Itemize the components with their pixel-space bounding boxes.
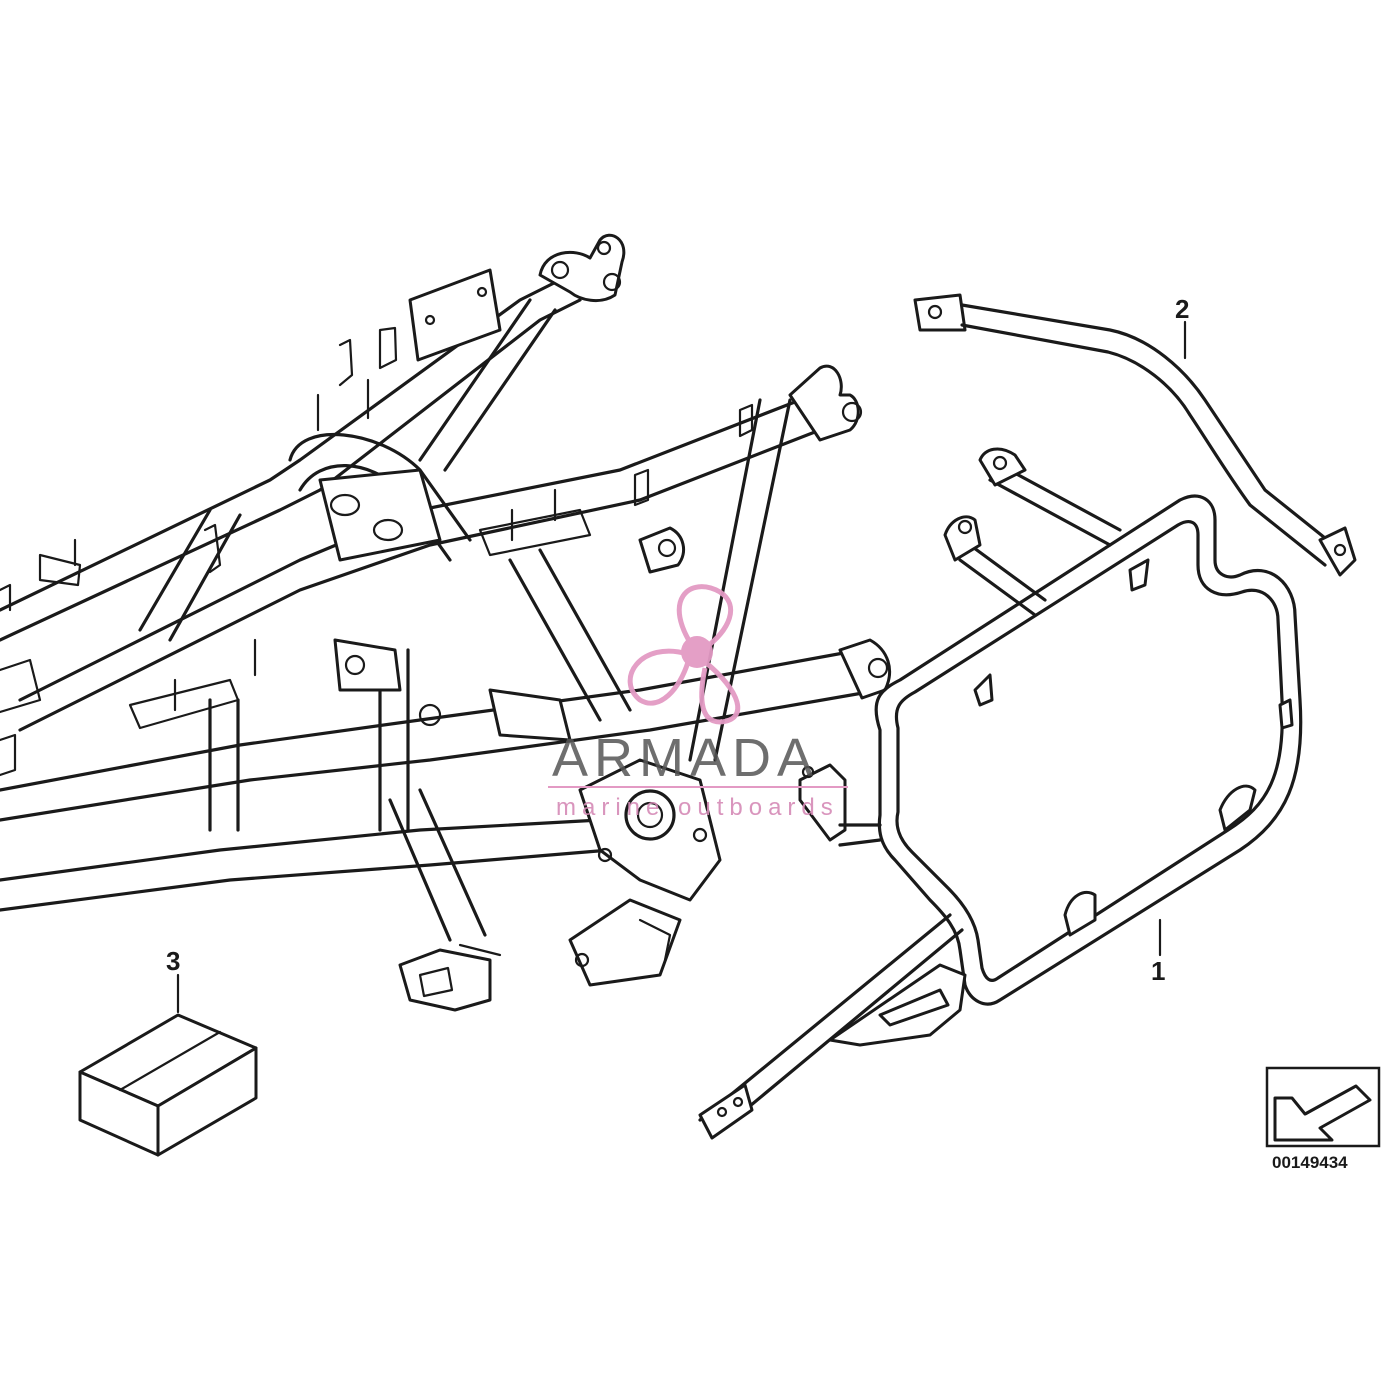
callout-3: 3 [166,946,180,1014]
callout-3-label: 3 [166,946,180,976]
support-bar-part [913,293,1357,577]
reference-box: 00149434 [1265,1066,1381,1172]
callout-2: 2 [1175,294,1189,360]
reference-number: 00149434 [1272,1153,1348,1172]
watermark: ARMADA marine outboards [548,584,848,821]
callout-2-label: 2 [1175,294,1189,324]
motorcycle-frame-drawing [0,233,892,1012]
propeller-icon [627,584,741,725]
kit-box-part [78,1013,258,1157]
watermark-tagline: marine outboards [556,794,839,821]
callout-1-label: 1 [1151,956,1165,986]
callout-1: 1 [1151,918,1165,986]
case-carrier-part [698,447,1303,1140]
watermark-brand: ARMADA [552,728,819,788]
